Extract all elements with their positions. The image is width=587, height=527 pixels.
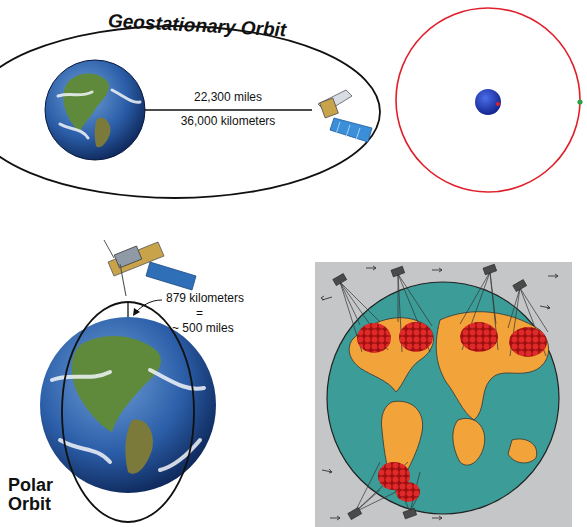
distance-line bbox=[145, 109, 312, 110]
geostationary-panel bbox=[0, 26, 380, 198]
distance-label: 36,000 kilometers bbox=[181, 115, 276, 129]
altitude-label: ~ 500 miles bbox=[172, 322, 234, 336]
arrow-head bbox=[133, 308, 140, 316]
orbit-title: Polar Orbit bbox=[8, 476, 68, 514]
altitude-label: = bbox=[196, 307, 203, 321]
altitude-label: 879 kilometers bbox=[166, 292, 244, 306]
orbit-title: Geostationary Orbit bbox=[107, 10, 286, 41]
polar-earth-image bbox=[40, 317, 216, 493]
circular-orbit-panel bbox=[396, 8, 583, 192]
altitude-line bbox=[127, 302, 128, 317]
distance-label: 22,300 miles bbox=[194, 91, 262, 105]
geo-satellite bbox=[318, 90, 372, 142]
earth-image bbox=[45, 60, 145, 160]
geo-orbit bbox=[0, 26, 380, 198]
leader-line bbox=[136, 300, 162, 312]
polar-satellite bbox=[104, 240, 196, 296]
coverage-panel bbox=[315, 262, 572, 527]
